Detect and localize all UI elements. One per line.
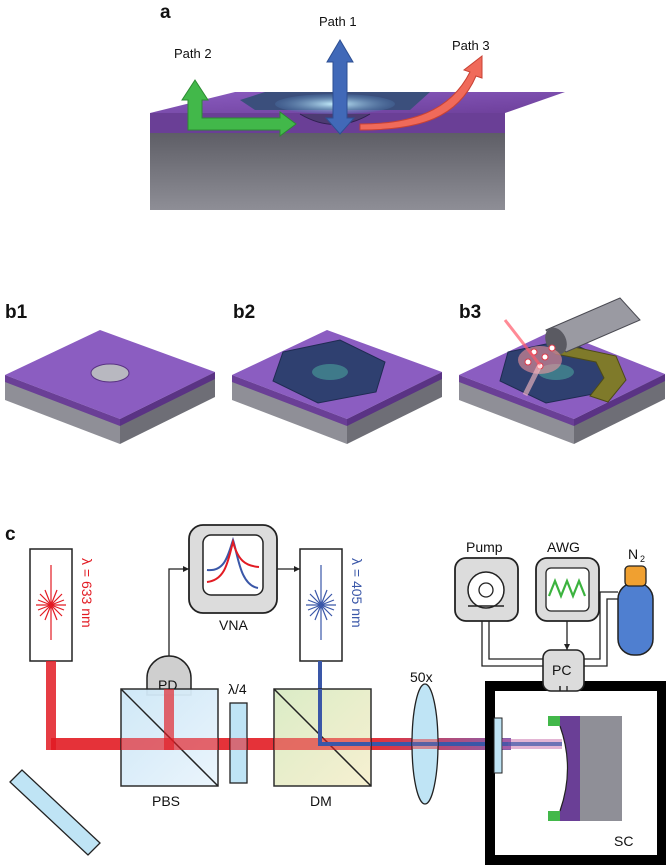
panel-c-label: c xyxy=(5,524,16,545)
pbs-label: PBS xyxy=(152,793,180,809)
path2-arrow xyxy=(181,79,297,137)
path1-arrow xyxy=(324,39,356,135)
sample-chamber xyxy=(485,681,666,865)
awg-label: AWG xyxy=(547,539,580,555)
b1-device xyxy=(5,330,215,444)
pd-to-vna-wire xyxy=(168,568,189,656)
path3-arrow xyxy=(359,54,483,131)
n2-tank xyxy=(617,565,654,656)
dm-label: DM xyxy=(310,793,332,809)
sample-substrate xyxy=(580,716,622,821)
b1-hole xyxy=(90,363,130,383)
panel-b2-label: b2 xyxy=(233,302,255,323)
pc-label: PC xyxy=(552,662,571,678)
pump-box xyxy=(454,557,519,622)
quarter-wave-label: λ/4 xyxy=(228,681,247,697)
b3-device xyxy=(459,297,665,444)
red-beam-vertical xyxy=(46,661,56,750)
sc-label: SC xyxy=(614,833,633,849)
panel-a-device xyxy=(150,92,565,210)
pump-label: Pump xyxy=(466,539,503,555)
b2-hole xyxy=(312,364,348,380)
vna-red-trace xyxy=(206,538,260,583)
n2-label: N xyxy=(628,546,638,562)
pd-detector xyxy=(146,655,192,696)
b2-device xyxy=(232,330,442,444)
path1-label: Path 1 xyxy=(319,14,357,29)
awg-triangle-wave xyxy=(547,578,587,599)
mirror xyxy=(9,769,101,856)
n2-subscript: 2 xyxy=(640,554,645,564)
blue-laser xyxy=(299,548,343,662)
b3-residue xyxy=(555,343,627,403)
blue-laser-wavelength: λ = 405 nm xyxy=(349,558,365,628)
objective-label: 50x xyxy=(410,669,433,685)
pc-box xyxy=(542,649,585,692)
panel-b1-label: b1 xyxy=(5,302,28,323)
panel-b3-label: b3 xyxy=(459,302,481,323)
red-laser xyxy=(29,548,73,662)
panel-a-label: a xyxy=(160,2,171,23)
path3-label: Path 3 xyxy=(452,38,490,53)
vna-label: VNA xyxy=(219,617,248,633)
sample-contact-top xyxy=(548,716,560,726)
vna-box xyxy=(188,524,278,614)
dm-cube xyxy=(273,688,372,787)
chamber-window xyxy=(493,717,503,774)
red-laser-wavelength: λ = 633 nm xyxy=(79,558,95,628)
awg-box xyxy=(535,557,600,622)
sample-contact-bottom xyxy=(548,811,560,821)
substrate-block xyxy=(150,130,505,210)
path2-label: Path 2 xyxy=(174,46,212,61)
sample-drum xyxy=(559,725,569,812)
